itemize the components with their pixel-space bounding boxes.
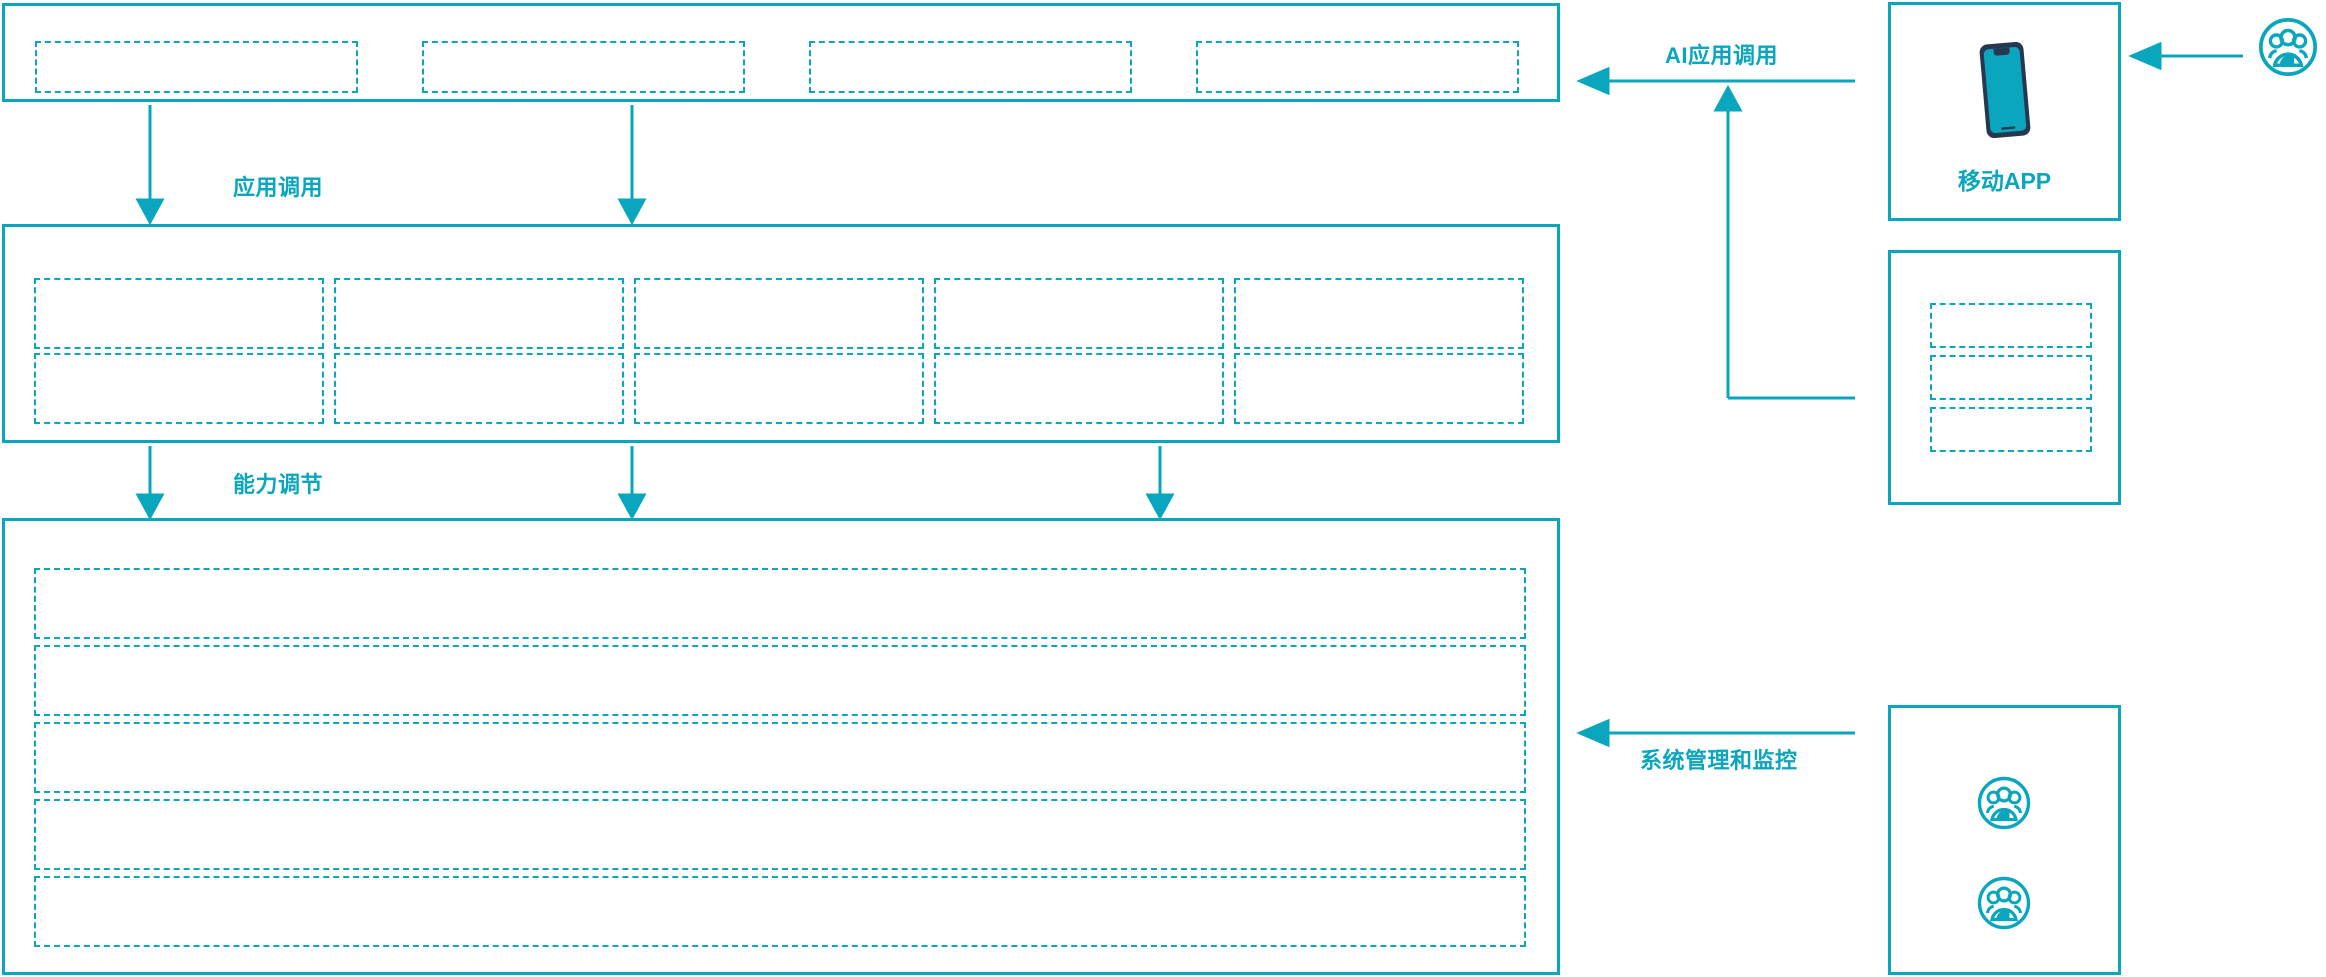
channel-panel-box-1[interactable] <box>1930 303 2092 348</box>
capability-box-r1c1[interactable] <box>34 278 324 349</box>
channel-panel-box-3[interactable] <box>1930 407 2092 452</box>
smartphone-icon <box>1955 35 2055 145</box>
capability-box-r1c2[interactable] <box>334 278 624 349</box>
external-user-icon <box>2257 16 2319 78</box>
platform-band-1[interactable] <box>34 568 1526 639</box>
capability-box-r2c2[interactable] <box>334 353 624 424</box>
application-layer-box-1[interactable] <box>35 41 358 93</box>
platform-band-4[interactable] <box>34 799 1526 870</box>
flow-label-system-admin-monitor: 系统管理和监控 <box>1640 748 1798 773</box>
flow-label-ai-app-invoke: AI应用调用 <box>1665 43 1779 68</box>
platform-band-3[interactable] <box>34 722 1526 793</box>
channel-panel-box-2[interactable] <box>1930 355 2092 400</box>
capability-box-r1c4[interactable] <box>934 278 1224 349</box>
users-group-icon <box>1976 875 2032 931</box>
platform-band-5[interactable] <box>34 876 1526 947</box>
flow-label-app-invoke: 应用调用 <box>233 175 324 200</box>
capability-box-r1c3[interactable] <box>634 278 924 349</box>
mobile-app-panel-label: 移动APP <box>1957 168 2052 194</box>
operations-panel[interactable] <box>1888 705 2121 975</box>
capability-box-r2c1[interactable] <box>34 353 324 424</box>
capability-box-r2c4[interactable] <box>934 353 1224 424</box>
capability-box-r2c3[interactable] <box>634 353 924 424</box>
application-layer[interactable] <box>2 3 1560 102</box>
flow-label-capability-adjust: 能力调节 <box>233 472 324 497</box>
capability-layer[interactable] <box>2 224 1560 443</box>
capability-box-r2c5[interactable] <box>1234 353 1524 424</box>
platform-layer[interactable] <box>2 518 1560 975</box>
capability-box-r1c5[interactable] <box>1234 278 1524 349</box>
users-group-icon <box>1976 775 2032 831</box>
application-layer-box-3[interactable] <box>809 41 1132 93</box>
channel-panel[interactable] <box>1888 250 2121 505</box>
application-layer-box-2[interactable] <box>422 41 745 93</box>
platform-band-2[interactable] <box>34 645 1526 716</box>
application-layer-box-4[interactable] <box>1196 41 1519 93</box>
